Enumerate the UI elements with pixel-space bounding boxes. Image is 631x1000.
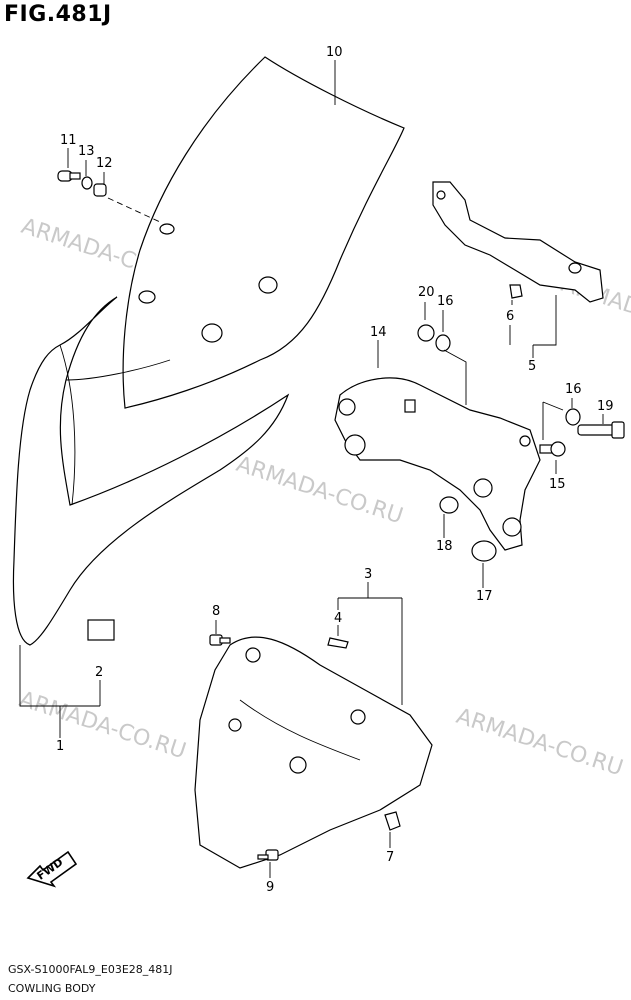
figure-code: GSX-S1000FAL9_E03E28_481J: [8, 963, 173, 976]
leader-lines: [19, 60, 604, 878]
callout-18: 18: [436, 539, 453, 554]
callout-2: 2: [95, 665, 103, 680]
bolt-19: [577, 421, 625, 439]
watermark-3: ARMADA-CO.RU: [16, 687, 189, 764]
screw-8: [209, 634, 231, 646]
callout-16b: 16: [565, 382, 582, 397]
screw-15: [539, 441, 566, 457]
screw-11: [57, 170, 81, 182]
part-4: [327, 637, 349, 649]
callout-19: 19: [597, 399, 614, 414]
bracket-5: [432, 181, 604, 303]
callout-15: 15: [549, 477, 566, 492]
screw-9: [257, 849, 279, 861]
grommet-17: [471, 540, 497, 562]
clip-6: [509, 284, 523, 299]
callout-5: 5: [528, 359, 536, 374]
watermark-4: ARMADA-CO.RU: [453, 704, 626, 781]
callout-13: 13: [78, 144, 95, 159]
callout-17: 17: [476, 589, 493, 604]
callout-10: 10: [326, 45, 343, 60]
callout-6: 6: [506, 309, 514, 324]
washer-16a: [435, 334, 451, 352]
caution-label: [87, 619, 115, 641]
callout-14: 14: [370, 325, 387, 340]
callout-8: 8: [212, 604, 220, 619]
cowling-body: [12, 296, 290, 646]
callout-7: 7: [386, 850, 394, 865]
nut-12: [93, 183, 107, 197]
washer-16b: [565, 408, 581, 426]
callout-1: 1: [56, 739, 64, 754]
grommet-20: [417, 324, 435, 342]
fwd-arrow: FWD: [26, 850, 78, 888]
figure-title: FIG.481J: [4, 2, 112, 27]
windscreen: [122, 56, 405, 409]
callout-12: 12: [96, 156, 113, 171]
callout-11: 11: [60, 133, 77, 148]
nut-7: [384, 811, 401, 831]
callout-3: 3: [364, 567, 372, 582]
nut-18: [439, 496, 459, 514]
callout-16a: 16: [437, 294, 454, 309]
washer-13: [81, 176, 93, 190]
callout-9: 9: [266, 880, 274, 895]
figure-caption: COWLING BODY: [8, 982, 96, 995]
callout-4: 4: [334, 611, 342, 626]
callout-20: 20: [418, 285, 435, 300]
stay-14: [334, 377, 541, 551]
cover-3: [194, 636, 433, 869]
watermark-2: ARMADA-CO.RU: [233, 452, 406, 529]
